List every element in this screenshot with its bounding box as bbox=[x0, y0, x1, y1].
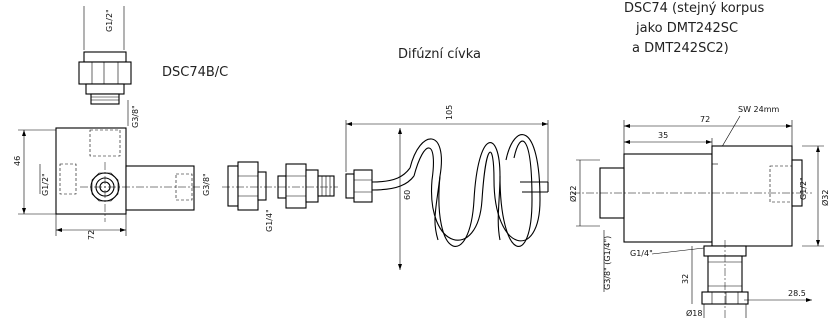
dim-right-32: 32 bbox=[681, 274, 690, 284]
dim-coil-height: 60 bbox=[403, 190, 412, 200]
dim-right-dia-right: Ø32 bbox=[820, 190, 830, 206]
dim-left-side-thread: G1/2" bbox=[41, 173, 50, 196]
dim-right-g14: G1/4" bbox=[630, 249, 653, 258]
dim-right-thread-right: G1/2" bbox=[799, 177, 808, 200]
dim-right-285: 28.5 bbox=[788, 289, 806, 298]
dim-right-thread-bottom: G3/8" (G1/4") bbox=[603, 236, 612, 290]
label-coil: Difúzní cívka bbox=[398, 47, 481, 62]
dim-right-dia-left: Ø22 bbox=[568, 186, 578, 202]
dim-coil-width: 105 bbox=[445, 105, 454, 120]
dsc74-assembly: DSC74 (stejný korpus jako DMT242SC a DMT… bbox=[568, 1, 830, 318]
dim-right-width: 72 bbox=[700, 115, 710, 124]
label-dsc74-line2: jako DMT242SC bbox=[635, 21, 738, 36]
dim-right-dia18: Ø18 bbox=[686, 308, 702, 318]
diffusion-coil: Difúzní cívka 105 60 bbox=[345, 47, 549, 270]
label-dsc74-line3: a DMT242SC2) bbox=[632, 41, 729, 56]
dim-left-width: 72 bbox=[87, 230, 96, 240]
adapter-parts: G1/4" bbox=[222, 161, 338, 232]
dim-left-side-thread-top: G3/8" bbox=[131, 105, 140, 128]
dim-left-right-thread: G3/8" bbox=[202, 173, 211, 196]
dim-right-inner: 35 bbox=[658, 131, 668, 140]
label-dsc74bc: DSC74B/C bbox=[162, 65, 228, 80]
dim-right-sw: SW 24mm bbox=[738, 105, 780, 114]
dim-left-height: 46 bbox=[13, 156, 22, 166]
dim-left-top-thread: G1/2" bbox=[105, 9, 114, 32]
label-dsc74-line1: DSC74 (stejný korpus bbox=[624, 1, 764, 16]
dsc74bc-assembly: G1/2" G3/8" 46 G1/ bbox=[13, 6, 228, 240]
dim-adapter-thread: G1/4" bbox=[265, 209, 274, 232]
